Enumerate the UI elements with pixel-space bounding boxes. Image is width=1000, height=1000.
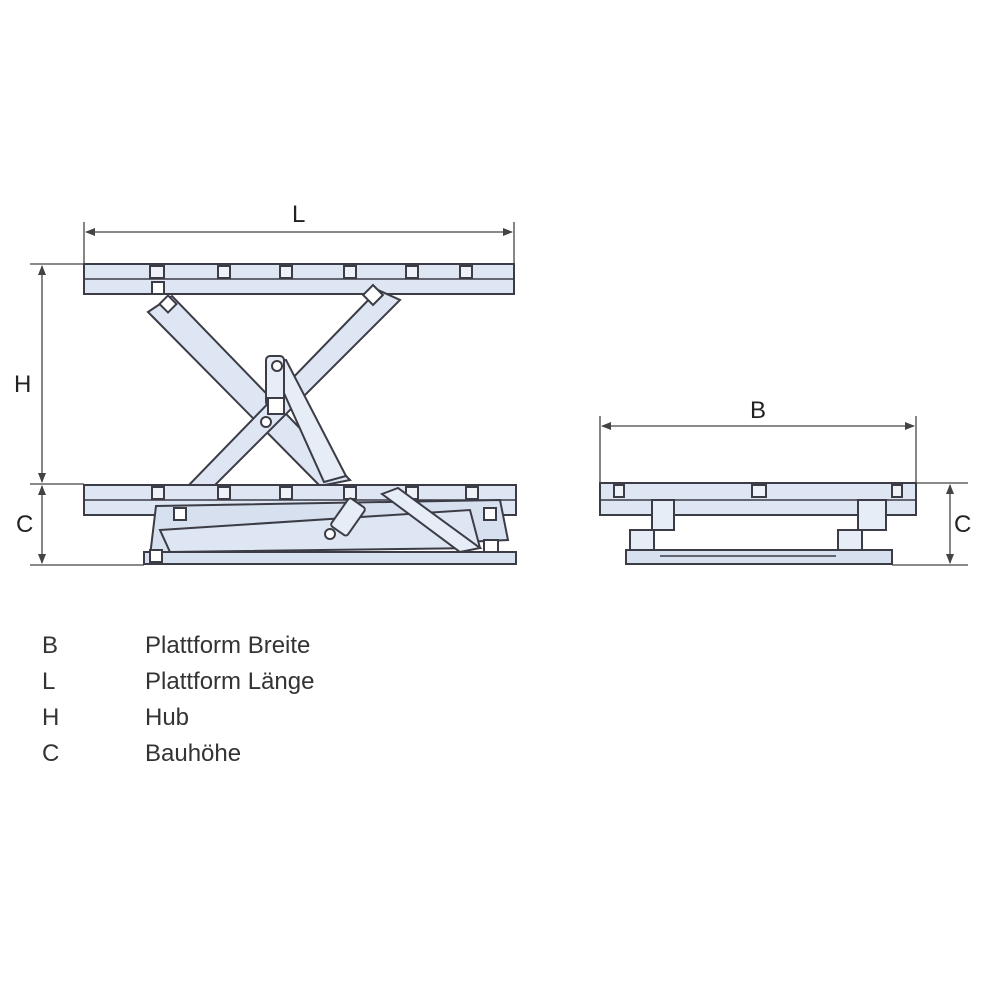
dimension-label-C-left: C	[16, 511, 33, 538]
legend-row-c: C Bauhöhe	[40, 740, 540, 776]
legend-description: Bauhöhe	[145, 740, 242, 767]
legend-description: Plattform Länge	[145, 668, 315, 695]
front-view	[599, 482, 917, 565]
scissor-arms	[146, 281, 402, 488]
legend-key: L	[42, 668, 56, 695]
legend: B Plattform Breite L Plattform Länge H H…	[40, 632, 540, 776]
legend-key: H	[42, 704, 60, 731]
lower-platform	[83, 484, 517, 565]
legend-key: B	[42, 632, 59, 659]
dimension-label-L: L	[292, 201, 305, 228]
dimension-lines-front	[599, 416, 968, 566]
dimension-label-B: B	[750, 397, 766, 424]
legend-description: Plattform Breite	[145, 632, 311, 659]
side-view	[83, 263, 517, 565]
dimension-label-C-right: C	[954, 511, 971, 538]
legend-description: Hub	[145, 704, 190, 731]
dimension-lines-side	[30, 222, 515, 566]
legend-row-b: B Plattform Breite	[40, 632, 540, 668]
legend-row-h: H Hub	[40, 704, 540, 740]
top-platform	[83, 263, 515, 295]
dimension-label-H: H	[14, 371, 31, 398]
legend-row-l: L Plattform Länge	[40, 668, 540, 704]
legend-key: C	[42, 740, 60, 767]
